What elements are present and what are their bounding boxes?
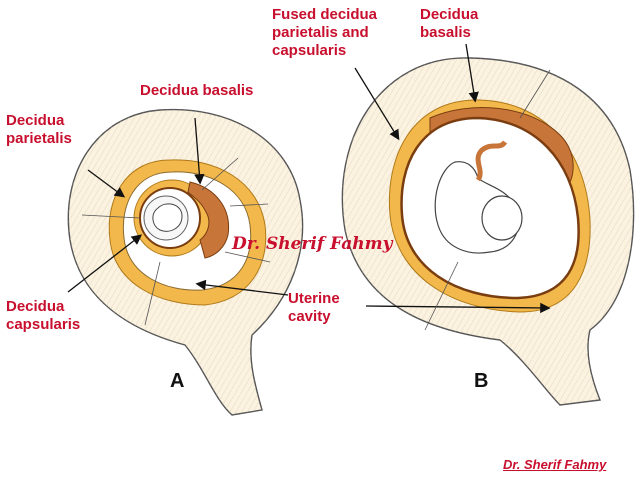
- embryo-a: [152, 203, 183, 232]
- figure-b: [195, 43, 635, 406]
- author-credit: Dr. Sherif Fahmy: [503, 457, 607, 472]
- label-decidua-basalis-a: Decidua basalis: [140, 82, 254, 99]
- watermark: Dr. Sherif Fahmy: [232, 234, 393, 254]
- panel-label-a: A: [170, 370, 185, 392]
- decidua-basalis-a: [187, 181, 230, 259]
- label-decidua-basalis-b: Decidua basalis: [420, 6, 479, 41]
- label-fused-decidua: Fused decidua parietalis and capsularis: [272, 6, 378, 59]
- label-uterine-cavity: Uterine cavity: [288, 290, 340, 325]
- panel-label-b: B: [474, 370, 489, 392]
- label-decidua-parietalis: Decidua parietalis: [6, 112, 72, 147]
- figure-a: [67, 108, 304, 416]
- label-decidua-capsularis: Decidua capsularis: [6, 298, 81, 333]
